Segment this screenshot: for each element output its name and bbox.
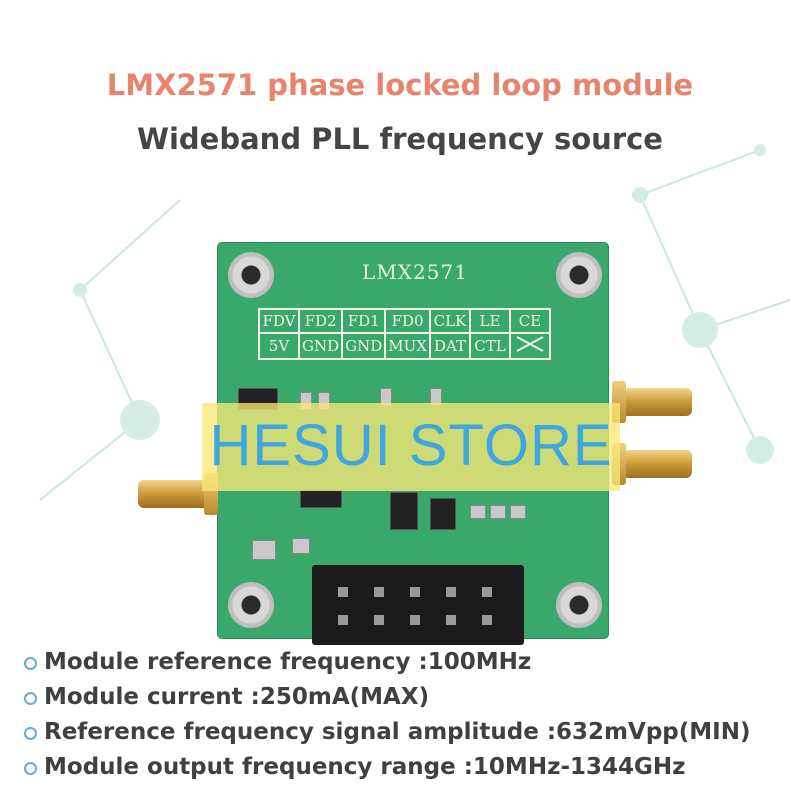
pin-label: MUX [384,332,431,360]
mount-hole-icon [556,582,602,628]
header-pin [446,615,456,625]
spec-text: Reference frequency signal amplitude :63… [44,719,751,745]
pin-label: CE [508,308,551,334]
pin-row-bottom: 5V GND GND MUX DAT CTL [258,332,551,360]
bullet-circle-icon [24,657,37,670]
component-pad [292,538,310,554]
pin-label: LE [468,308,511,334]
header-pin [410,615,420,625]
header-pin [410,587,420,597]
header-pin [374,615,384,625]
pin-label: CTL [468,332,511,360]
header-pin [482,587,492,597]
list-item: Reference frequency signal amplitude :63… [22,715,750,750]
pin-cross-icon [508,332,551,360]
pin-label: GND [297,332,344,360]
pin-label: 5V [258,332,300,360]
page-title: LMX2571 phase locked loop module [106,68,694,102]
smd-component [390,492,418,530]
component-pad [252,540,276,560]
sma-connector-input-icon [138,480,210,508]
sma-connector-output-icon [622,388,692,416]
pin-row-top: FDV FD2 FD1 FD0 CLK LE CE [258,308,551,334]
sma-connector-output-icon [622,450,692,478]
pin-label: CLK [428,308,471,334]
pin-label: GND [341,332,387,360]
spec-list: Module reference frequency :100MHz Modul… [22,645,750,785]
pin-label: DAT [428,332,471,360]
chip-silkscreen-label: LMX2571 [362,260,468,284]
pin-label: FD0 [384,308,431,334]
mount-hole-icon [228,582,274,628]
header-pin [374,587,384,597]
component-pad [470,505,486,519]
pin-label-table: FDV FD2 FD1 FD0 CLK LE CE 5V GND GND MUX… [258,308,551,360]
pin-label: FDV [258,308,300,334]
header-pin [338,615,348,625]
pin-label: FD1 [341,308,387,334]
bullet-circle-icon [24,762,37,775]
smd-component [430,498,456,530]
spec-text: Module output frequency range :10MHz-134… [44,754,686,780]
mount-hole-icon [228,252,274,298]
component-pad [510,505,526,519]
page-subtitle: Wideband PLL frequency source [137,122,663,156]
header-pin [482,615,492,625]
watermark-band [202,403,620,491]
smd-component [300,490,342,508]
list-item: Module current :250mA(MAX) [22,680,750,715]
watermark-text: HESUI STORE [209,413,613,478]
bullet-circle-icon [24,692,37,705]
pin-header-connector [312,565,524,645]
list-item: Module reference frequency :100MHz [22,645,750,680]
bullet-circle-icon [24,727,37,740]
pin-label: FD2 [297,308,344,334]
mount-hole-icon [556,252,602,298]
spec-text: Module current :250mA(MAX) [44,684,430,710]
header-pin [446,587,456,597]
component-pad [490,505,506,519]
spec-text: Module reference frequency :100MHz [44,649,532,675]
list-item: Module output frequency range :10MHz-134… [22,750,750,785]
header-pin [338,587,348,597]
